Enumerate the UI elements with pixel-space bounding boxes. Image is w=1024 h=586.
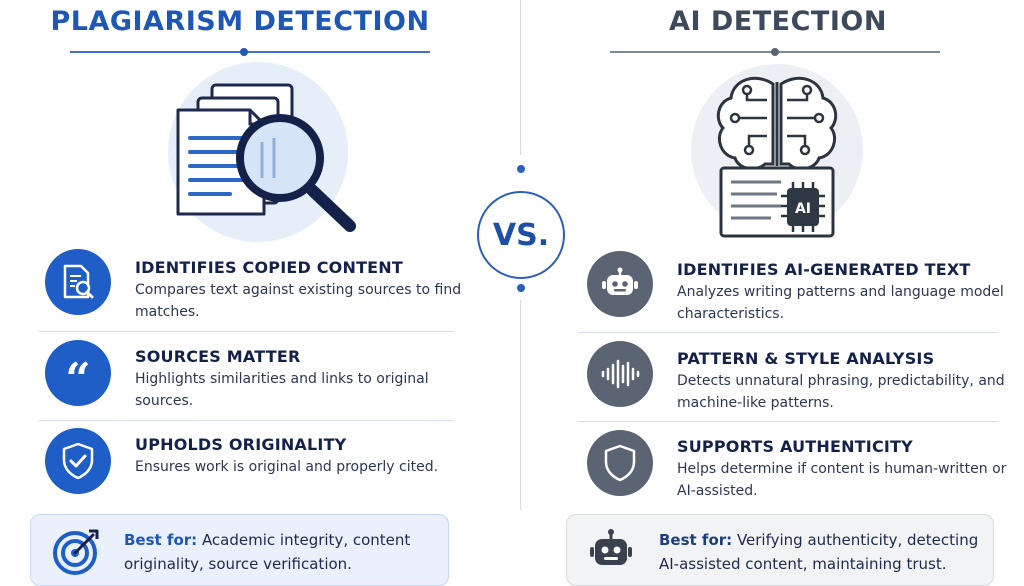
feature-title-sources-matter: SOURCES MATTER (135, 347, 301, 366)
feature-desc-copied-content: Compares text against existing sources t… (135, 282, 462, 320)
document-search-icon (45, 249, 111, 315)
left-best-for-text: Best for: Academic integrity, content or… (124, 528, 444, 576)
target-icon (53, 529, 99, 575)
left-divider-1 (38, 331, 454, 332)
feature-desc-upholds-originality: Ensures work is original and properly ci… (135, 459, 439, 475)
left-best-for-value: Academic integrity, content originality,… (124, 531, 411, 573)
feature-desc-supports-authenticity: Helps determine if content is human-writ… (677, 461, 1007, 499)
shield-icon (587, 430, 653, 496)
sound-wave-icon (587, 341, 653, 407)
feature-title-copied-content: IDENTIFIES COPIED CONTENT (135, 258, 404, 277)
vs-dot-bottom (517, 284, 525, 292)
documents-magnifier-illustration (168, 62, 356, 242)
center-divider-top (520, 0, 521, 155)
right-divider-2 (578, 421, 998, 422)
center-divider-bottom (520, 300, 521, 510)
ai-detection-title: AI DETECTION (669, 6, 887, 37)
vs-badge: VS. (477, 191, 565, 279)
plagiarism-detection-title: PLAGIARISM DETECTION (50, 6, 430, 37)
feature-title-supports-authenticity: SUPPORTS AUTHENTICITY (677, 437, 913, 456)
left-best-for-label: Best for: (124, 531, 198, 549)
right-best-for-text: Best for: Verifying authenticity, detect… (659, 528, 989, 576)
left-title-rule (70, 51, 430, 53)
left-best-for-box: Best for: Academic integrity, content or… (30, 514, 449, 586)
feature-title-pattern-style: PATTERN & STYLE ANALYSIS (677, 349, 935, 368)
right-best-for-value: Verifying authenticity, detecting AI-ass… (659, 531, 979, 573)
ai-chip-label: AI (795, 201, 811, 217)
right-divider-1 (578, 332, 998, 333)
feature-title-upholds-originality: UPHOLDS ORIGINALITY (135, 435, 347, 454)
feature-desc-ai-generated-text: Analyzes writing patterns and language m… (677, 284, 1004, 322)
robot-icon (587, 251, 653, 317)
right-best-for-box: Best for: Verifying authenticity, detect… (566, 514, 994, 586)
left-rule-dot (240, 48, 248, 56)
right-rule-dot (771, 48, 779, 56)
feature-desc-pattern-style: Detects unnatural phrasing, predictabili… (677, 373, 1005, 411)
feature-title-ai-generated-text: IDENTIFIES AI-GENERATED TEXT (677, 260, 971, 279)
shield-check-icon (45, 428, 111, 494)
right-best-for-label: Best for: (659, 531, 733, 549)
feature-desc-sources-matter: Highlights similarities and links to ori… (135, 371, 429, 409)
brain-ai-chip-illustration: AI (691, 64, 863, 238)
left-divider-2 (38, 420, 454, 421)
vs-dot-top (517, 165, 525, 173)
quote-icon: “ (45, 340, 111, 406)
robot-badge-icon (590, 529, 632, 565)
